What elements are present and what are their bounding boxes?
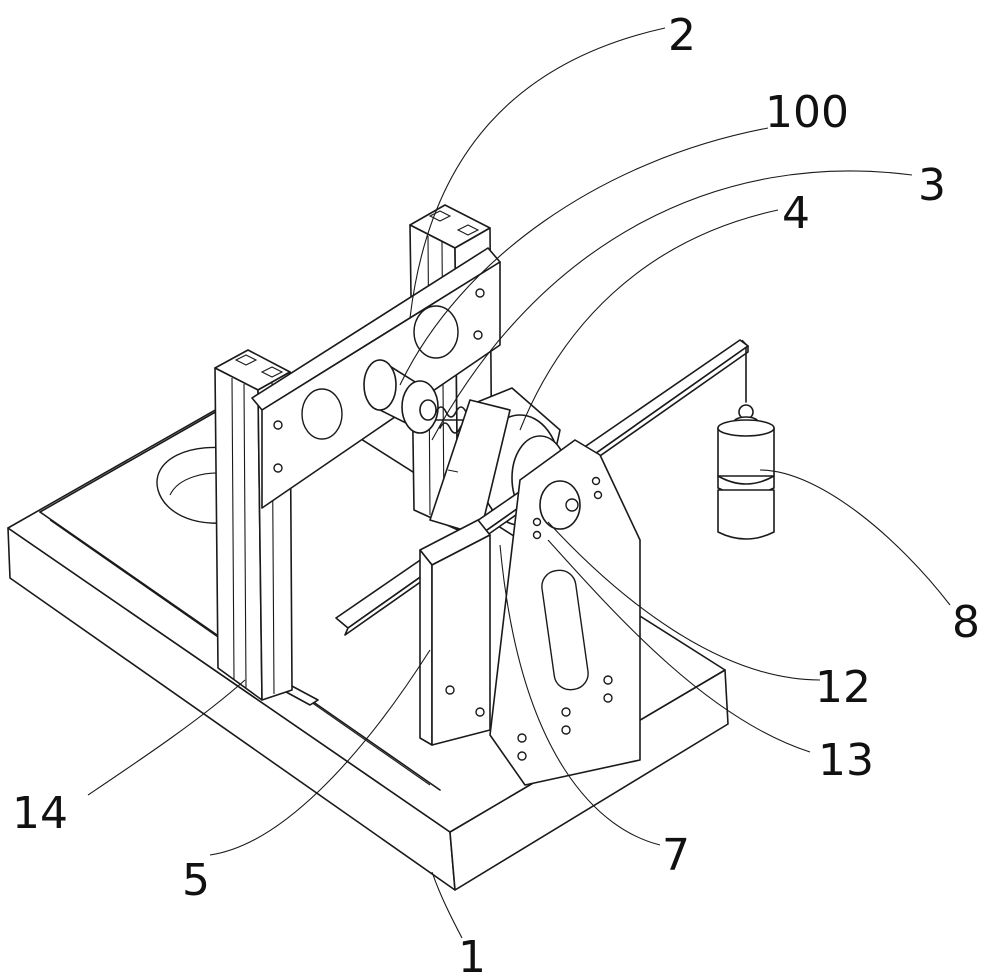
label-2: 2 bbox=[668, 10, 696, 61]
leader-1 bbox=[431, 871, 463, 939]
sample-cylinder bbox=[363, 359, 439, 434]
hanging-weight bbox=[717, 347, 775, 540]
label-5: 5 bbox=[182, 855, 210, 906]
leader-4 bbox=[519, 209, 779, 431]
label-3: 3 bbox=[918, 160, 946, 211]
leader-8 bbox=[759, 469, 951, 606]
reference-numerals: 2 100 3 4 8 12 13 7 5 14 1 bbox=[12, 10, 980, 980]
leader-14 bbox=[87, 679, 246, 796]
label-13: 13 bbox=[818, 735, 874, 786]
leader-7 bbox=[499, 544, 661, 846]
label-14: 14 bbox=[12, 788, 68, 839]
leader-13 bbox=[547, 539, 811, 753]
leader-12 bbox=[547, 521, 821, 681]
leader-5 bbox=[209, 649, 431, 856]
label-4: 4 bbox=[782, 188, 810, 239]
leader-lines bbox=[87, 27, 951, 939]
label-8: 8 bbox=[952, 597, 980, 648]
leader-2 bbox=[409, 27, 666, 319]
label-1: 1 bbox=[458, 932, 486, 980]
left-post bbox=[419, 519, 491, 746]
label-12: 12 bbox=[815, 662, 871, 713]
label-100: 100 bbox=[765, 87, 849, 138]
leader-3 bbox=[431, 170, 913, 441]
leader-100 bbox=[399, 127, 769, 386]
label-7: 7 bbox=[662, 830, 690, 881]
front-side-plate bbox=[489, 439, 641, 786]
